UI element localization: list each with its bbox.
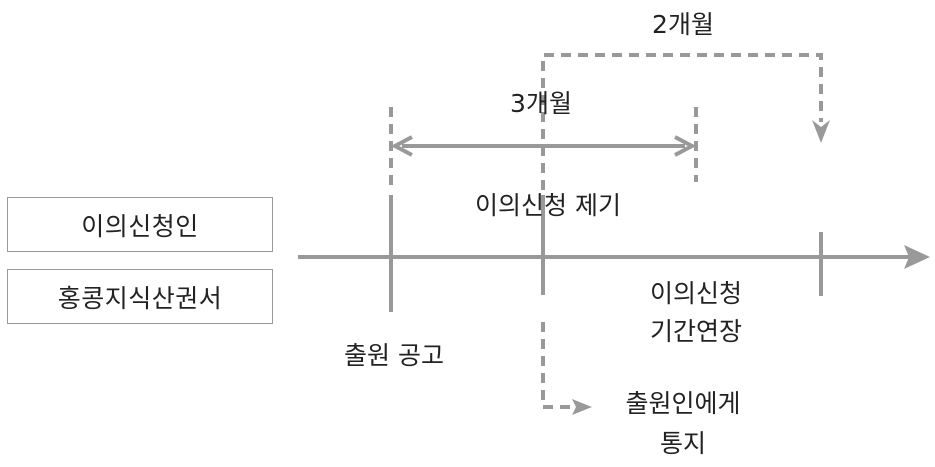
- ip-office-box: 홍콩지식산권서: [7, 269, 273, 324]
- three-months-label: 3개월: [510, 89, 572, 118]
- extension-label-line1: 이의신청: [650, 279, 742, 308]
- objector-label: 이의신청인: [81, 211, 199, 241]
- notify-arrow: [541, 322, 592, 415]
- objector-box: 이의신청인: [7, 197, 273, 252]
- two-month-bracket: [541, 53, 830, 190]
- timeline-axis: [298, 245, 930, 269]
- opposition-filed-label: 이의신청 제기: [475, 191, 621, 220]
- extension-label-line2: 기간연장: [650, 317, 742, 346]
- publication-label: 출원 공고: [344, 341, 444, 370]
- notify-label-line2: 통지: [660, 429, 706, 458]
- notify-label-line1: 출원인에게: [625, 389, 740, 418]
- ip-office-label: 홍콩지식산권서: [57, 283, 223, 313]
- two-months-label: 2개월: [652, 10, 714, 39]
